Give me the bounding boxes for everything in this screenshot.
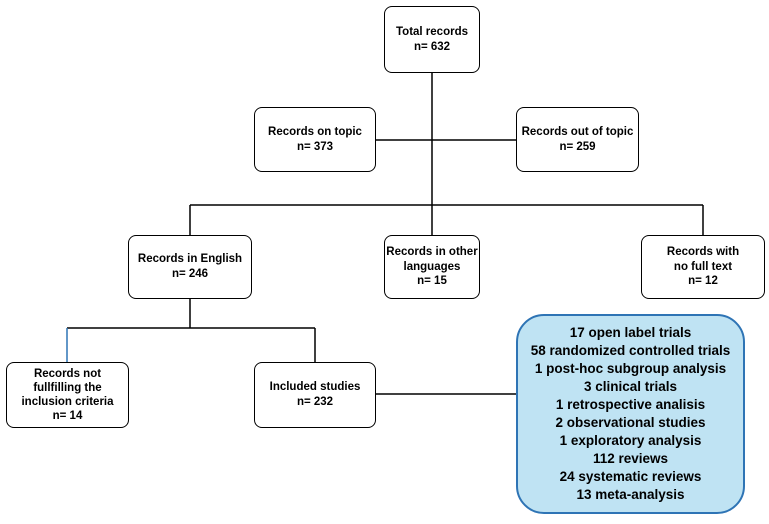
records-not-fulfilling-line3: inclusion criteria <box>21 396 114 408</box>
total-records-title: Total records <box>396 25 468 38</box>
records-other-languages-line2: languages <box>403 260 461 273</box>
summary-item: 1 retrospective analisis <box>555 396 706 412</box>
records-no-full-text-line2: no full text <box>673 260 733 273</box>
summary-item: 1 post-hoc subgroup analysis <box>534 360 727 376</box>
summary-item: 112 reviews <box>592 451 669 467</box>
summary-item: 58 randomized controlled trials <box>530 342 731 358</box>
records-no-full-text-count: n= 12 <box>688 275 718 288</box>
records-on-topic-title: Records on topic <box>268 125 362 138</box>
summary-item: 3 clinical trials <box>583 378 678 394</box>
total-records-box: Total records n= 632 <box>384 6 480 73</box>
records-other-languages-line1: Records in other <box>386 245 478 258</box>
included-studies-box: Included studies n= 232 <box>254 362 376 428</box>
records-not-fulfilling-box: Records not fullfilling the inclusion cr… <box>6 362 129 428</box>
summary-item: 17 open label trials <box>569 324 692 340</box>
records-in-english-title: Records in English <box>137 253 243 266</box>
records-not-fulfilling-line1: Records not <box>33 367 102 380</box>
records-out-of-topic-box: Records out of topic n= 259 <box>516 107 639 172</box>
total-records-count: n= 632 <box>413 40 451 53</box>
included-studies-title: Included studies <box>269 381 361 394</box>
records-out-of-topic-count: n= 259 <box>559 140 596 153</box>
records-other-languages-box: Records in other languages n= 15 <box>384 235 480 299</box>
summary-item: 2 observational studies <box>555 415 706 430</box>
records-on-topic-box: Records on topic n= 373 <box>254 107 376 172</box>
included-studies-count: n= 232 <box>296 396 334 408</box>
records-not-fulfilling-count: n= 14 <box>52 410 83 423</box>
records-no-full-text-box: Records with no full text n= 12 <box>641 235 765 299</box>
records-other-languages-count: n= 15 <box>417 275 447 288</box>
records-out-of-topic-title: Records out of topic <box>521 125 634 138</box>
summary-item: 13 meta-analysis <box>576 487 685 503</box>
records-on-topic-count: n= 373 <box>296 140 334 153</box>
records-in-english-box: Records in English n= 246 <box>128 235 252 299</box>
records-no-full-text-line1: Records with <box>666 245 740 258</box>
study-types-summary-box: 17 open label trials 58 randomized contr… <box>516 314 745 514</box>
records-not-fulfilling-line2: fullfilling the <box>33 381 102 394</box>
summary-item: 1 exploratory analysis <box>559 433 702 449</box>
records-in-english-count: n= 246 <box>171 268 209 280</box>
summary-item: 24 systematic reviews <box>559 469 702 485</box>
